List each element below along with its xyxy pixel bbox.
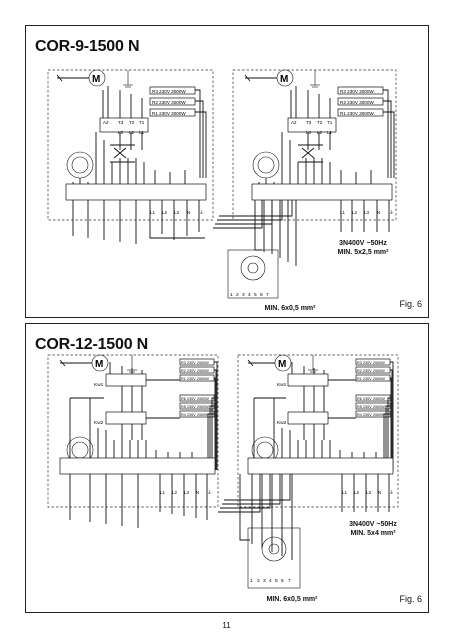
- fig-label: Fig. 6: [399, 594, 422, 604]
- supply-note-bottom: 3N400V ~50Hz MIN. 5x4 mm²: [349, 521, 397, 537]
- svg-text:L1: L1: [342, 490, 348, 495]
- svg-text:6: 6: [281, 578, 284, 584]
- svg-text:T1: T1: [327, 120, 333, 125]
- svg-text:T2: T2: [129, 120, 135, 125]
- interconnect-wires-top: [72, 200, 205, 244]
- interconnect-wires-bottom: [69, 474, 208, 528]
- svg-text:L3: L3: [306, 130, 312, 135]
- control-cable-note-bottom: MIN. 6x0,5 mm²: [266, 596, 318, 603]
- svg-text:4: 4: [269, 578, 272, 584]
- contactor-label-a2: A2: [103, 120, 109, 125]
- svg-text:6: 6: [260, 292, 263, 298]
- heater-unit-right-bottom: M R3 230V 2000W R2 230V 2000W R1 230V 20…: [237, 354, 399, 508]
- svg-text:N: N: [196, 490, 199, 495]
- svg-text:L2: L2: [352, 210, 358, 215]
- thermostat-icon: [66, 151, 94, 179]
- svg-text:2: 2: [236, 292, 239, 298]
- heater-unit-left-bottom: M R3 230V 2000W R2 230V 2000W R1 230V 20…: [47, 354, 219, 508]
- supply-note-top: 3N400V ~50Hz MIN. 5x2,5 mm²: [337, 240, 389, 256]
- svg-text:T1: T1: [139, 120, 145, 125]
- thermostat-icon: [252, 151, 280, 179]
- page-number: 11: [222, 621, 231, 630]
- diagram-panel-cor-12: COR-12-1500 N Fig. 6: [25, 323, 429, 613]
- svg-text:R2 230V 3000W: R2 230V 3000W: [340, 100, 374, 105]
- svg-text:R3 230V 2000W: R3 230V 2000W: [181, 361, 209, 365]
- svg-text:R1 230V 2000W: R1 230V 2000W: [181, 377, 209, 381]
- svg-text:L2: L2: [162, 210, 168, 215]
- svg-text:L2: L2: [317, 130, 323, 135]
- heater-unit-right-top: M R3 230V 3000W R2 230V 3000W R1 230V 30…: [232, 69, 397, 221]
- contactor-kw2-label: Kw2: [94, 420, 104, 426]
- svg-text:R1 230V 3000W: R1 230V 3000W: [340, 111, 374, 116]
- svg-text:7: 7: [266, 292, 269, 298]
- svg-text:T2: T2: [317, 120, 323, 125]
- svg-text:4: 4: [248, 292, 251, 298]
- svg-text:M: M: [95, 359, 103, 370]
- svg-text:⏚: ⏚: [389, 209, 394, 216]
- svg-text:Kw2: Kw2: [277, 420, 287, 426]
- svg-text:L2: L2: [354, 490, 360, 495]
- heater-r2-label: R2 230V 3000W: [152, 100, 186, 105]
- heater-unit-left-top: M R3 230V 3000W R2 230V 3000W R1 230V 30…: [47, 69, 214, 221]
- svg-text:5: 5: [254, 292, 257, 298]
- svg-text:T3: T3: [118, 120, 124, 125]
- svg-text:1: 1: [250, 578, 253, 584]
- svg-text:L3: L3: [364, 210, 370, 215]
- svg-text:L3: L3: [118, 130, 124, 135]
- svg-text:M: M: [92, 74, 100, 85]
- svg-text:T3: T3: [306, 120, 312, 125]
- svg-text:⏚: ⏚: [199, 209, 204, 216]
- control-cable-note-top: MIN. 6x0,5 mm²: [264, 305, 316, 312]
- svg-text:L1: L1: [160, 490, 166, 495]
- heater-r3-label: R3 230V 3000W: [152, 89, 186, 94]
- contactor-kw1-label: Kw1: [94, 382, 104, 388]
- svg-text:L3: L3: [366, 490, 372, 495]
- svg-text:L3: L3: [174, 210, 180, 215]
- svg-text:R2 230V 2000W: R2 230V 2000W: [181, 369, 209, 373]
- svg-text:A2: A2: [291, 120, 297, 125]
- control-switch-bottom: [247, 527, 301, 589]
- svg-text:R3 230V 3000W: R3 230V 3000W: [340, 89, 374, 94]
- svg-text:3: 3: [242, 292, 245, 298]
- svg-text:R6 230V 2000W: R6 230V 2000W: [181, 397, 209, 401]
- heater-r1-label: R1 230V 3000W: [152, 111, 186, 116]
- svg-text:⏚: ⏚: [389, 489, 394, 496]
- svg-text:M: M: [280, 74, 288, 85]
- svg-text:L3: L3: [184, 490, 190, 495]
- svg-text:L1: L1: [340, 210, 346, 215]
- svg-text:⏚: ⏚: [207, 489, 212, 496]
- svg-text:5: 5: [275, 578, 278, 584]
- svg-text:R1 230V 2000W: R1 230V 2000W: [357, 377, 385, 381]
- svg-text:7: 7: [288, 578, 291, 584]
- svg-text:N: N: [187, 210, 190, 215]
- panel-title: COR-12-1500 N: [35, 336, 149, 353]
- svg-text:Kw1: Kw1: [277, 382, 287, 388]
- svg-text:R4 230V 2000W: R4 230V 2000W: [357, 413, 385, 417]
- svg-text:R5 230V 2000W: R5 230V 2000W: [357, 405, 385, 409]
- svg-text:R3 230V 2000W: R3 230V 2000W: [357, 361, 385, 365]
- svg-text:3: 3: [263, 578, 266, 584]
- svg-text:L1: L1: [150, 210, 156, 215]
- panel-title: COR-9-1500 N: [35, 38, 140, 55]
- svg-text:N: N: [378, 490, 381, 495]
- fig-label: Fig. 6: [399, 299, 422, 309]
- control-switch-top: [227, 249, 279, 299]
- svg-text:R4 230V 2000W: R4 230V 2000W: [181, 413, 209, 417]
- terminal-block-top-left: [65, 183, 207, 201]
- svg-text:L2: L2: [172, 490, 178, 495]
- svg-text:L2: L2: [129, 130, 135, 135]
- svg-text:N: N: [377, 210, 380, 215]
- svg-text:R6 230V 2000W: R6 230V 2000W: [357, 397, 385, 401]
- svg-text:R5 230V 2000W: R5 230V 2000W: [181, 405, 209, 409]
- diagram-panel-cor-9: COR-9-1500 N Fig. 6: [25, 25, 429, 318]
- svg-text:R2 230V 2000W: R2 230V 2000W: [357, 369, 385, 373]
- svg-text:2: 2: [257, 578, 260, 584]
- svg-text:M: M: [278, 359, 286, 370]
- svg-text:1: 1: [230, 292, 233, 298]
